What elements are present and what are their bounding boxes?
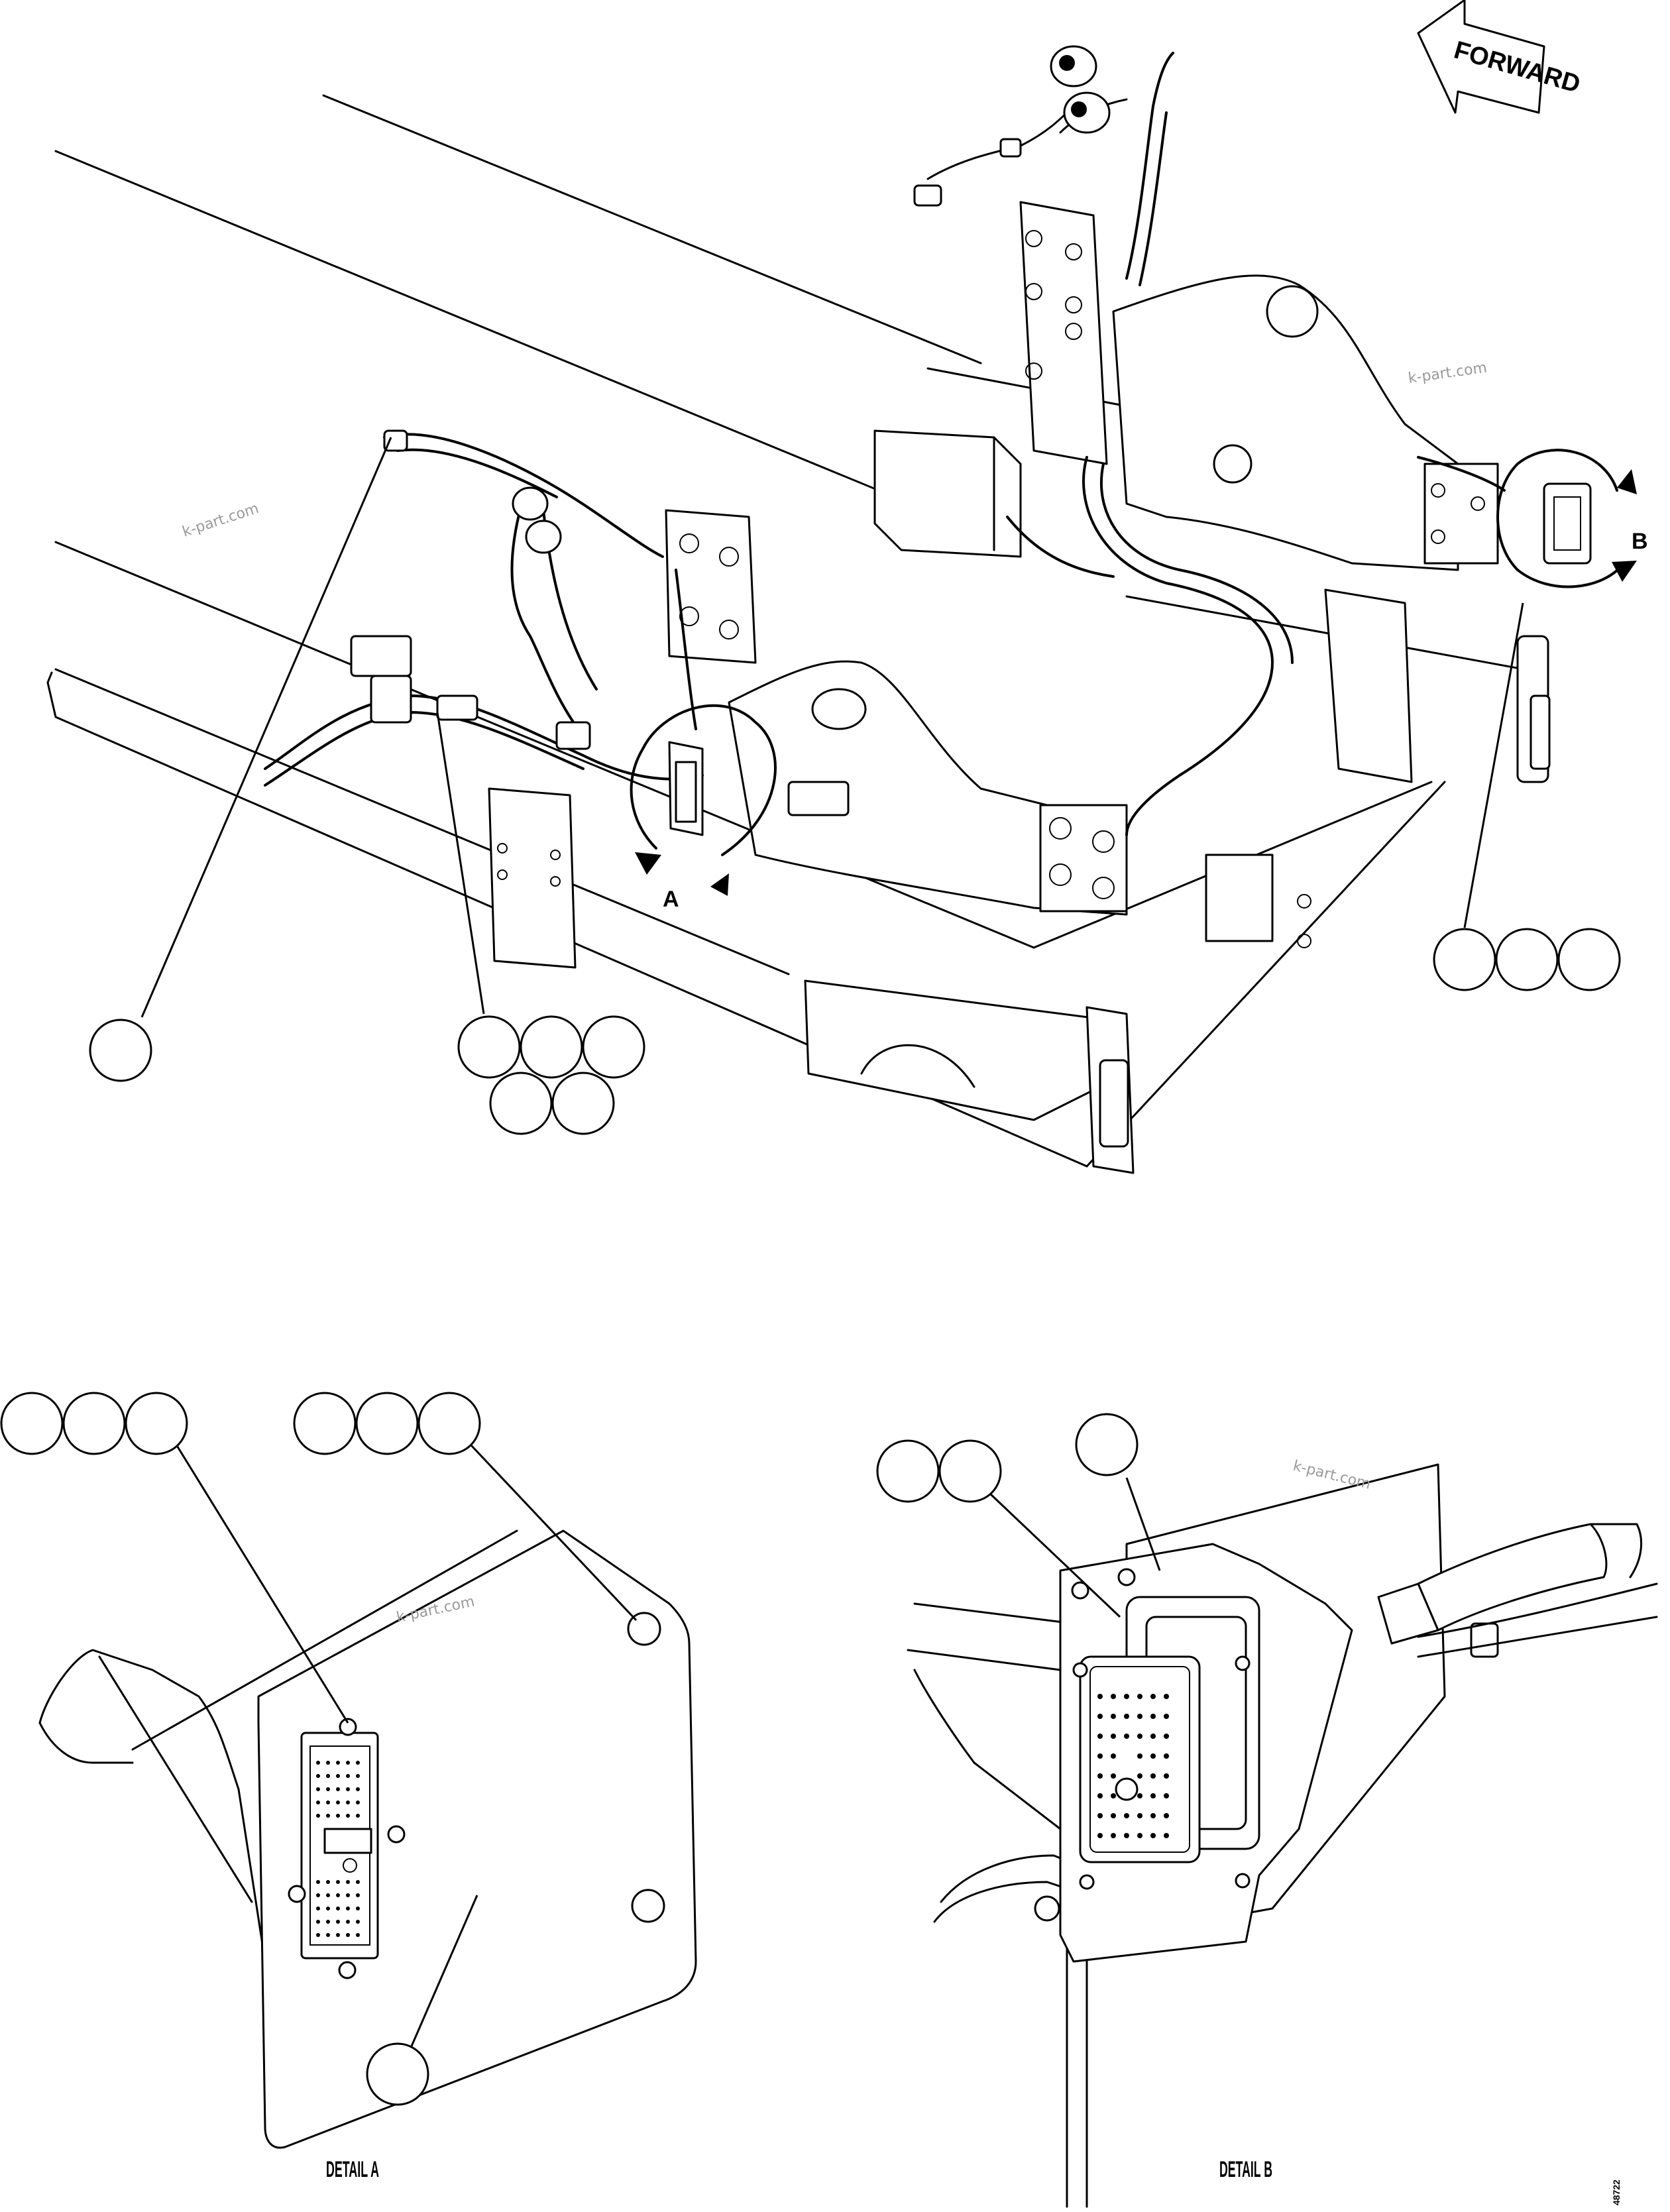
- detail-b-view: DETAIL B: [876, 1413, 1658, 2208]
- reference-balloon: [89, 1019, 152, 1082]
- watermark-text: k-part.com: [1292, 1458, 1372, 1493]
- reference-balloon: [1075, 1413, 1139, 1476]
- reference-balloon: [1433, 928, 1496, 991]
- reference-balloon: [938, 1439, 1002, 1503]
- reference-balloon: [1557, 928, 1621, 991]
- reference-balloon: [551, 1072, 615, 1135]
- reference-balloon: [0, 1392, 64, 1455]
- mounting-pad: [488, 787, 577, 969]
- center-plate: [665, 509, 757, 664]
- connector-cluster-left: [350, 429, 850, 816]
- reference-balloon: [876, 1439, 940, 1503]
- forward-arrow: FORWARD: [1417, 0, 1583, 114]
- reference-balloon: [520, 1015, 583, 1079]
- detail-b-marker: B: [1632, 529, 1648, 554]
- detail-a-marker: A: [663, 887, 679, 912]
- detail-a-pin-matrix: [316, 1761, 360, 1937]
- detail-a-caption: DETAIL A: [326, 2157, 379, 2182]
- detail-b-pin-matrix: [1097, 1694, 1169, 1838]
- connector-cluster-top: [913, 45, 1111, 207]
- reference-balloon: [366, 2042, 429, 2106]
- tower-bracket: [1019, 201, 1108, 465]
- watermark-text: k-part.com: [180, 500, 261, 541]
- detail-b-callout: B: [1496, 449, 1648, 588]
- watermark-text: k-part.com: [1407, 360, 1488, 387]
- drawing-number: 48722: [1611, 2180, 1622, 2205]
- main-view-callouts: [89, 437, 1621, 1135]
- reference-balloon: [355, 1392, 419, 1455]
- reference-balloon: [457, 1015, 521, 1079]
- pivot-lug-right: [1112, 274, 1499, 571]
- reference-balloon: [582, 1015, 645, 1079]
- detail-a-view: DETAIL A: [0, 1392, 697, 2182]
- frame-rails: [46, 94, 1526, 1168]
- junction-box: [873, 429, 1022, 558]
- detail-b-caption: DETAIL B: [1219, 2157, 1272, 2182]
- reference-balloon: [293, 1392, 357, 1455]
- reference-balloon: [62, 1392, 126, 1455]
- reference-balloon: [125, 1392, 188, 1455]
- reference-balloon: [418, 1392, 481, 1455]
- reference-balloon: [1495, 928, 1559, 991]
- crossmember-blocks: [804, 588, 1551, 1174]
- reference-balloon: [489, 1072, 553, 1135]
- pivot-lug-left: [728, 660, 1311, 948]
- detail-a-callout: A: [630, 704, 777, 912]
